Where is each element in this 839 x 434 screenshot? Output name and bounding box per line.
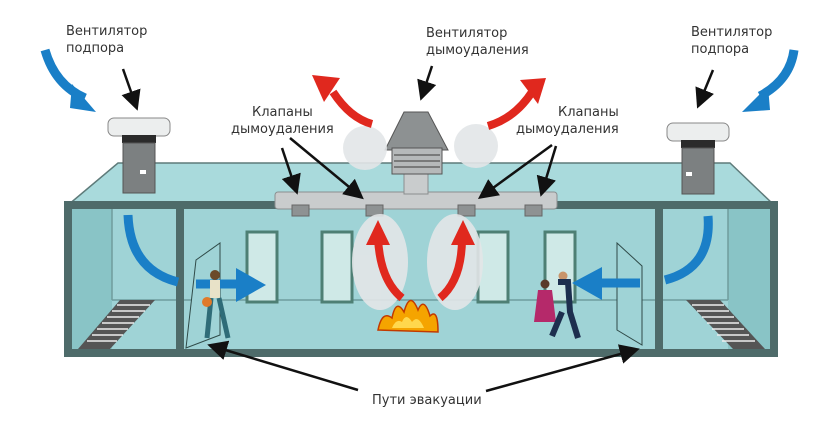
stairwell-left-wall: [176, 205, 184, 353]
stairs-left: [78, 300, 155, 349]
fire-icon: [377, 299, 439, 333]
label-line: подпора: [66, 41, 125, 56]
smoke-valve-1: [291, 204, 310, 217]
stairwell-right-wall: [655, 205, 663, 353]
pointer-arrows: [121, 65, 715, 393]
supply-fan-left: [107, 117, 171, 194]
label-evacuation-routes: Пути эвакуации: [372, 393, 482, 408]
label-smoke-valves-right: Клапаны дымоудаления: [516, 104, 619, 138]
smoke-exhaust-fan: [384, 111, 449, 175]
label-line: Клапаны: [558, 105, 619, 120]
label-line: дымоудаления: [231, 122, 334, 137]
label-smoke-exhaust-fan: Вентилятор дымоудаления: [426, 25, 529, 59]
label-line: Вентилятор: [426, 26, 508, 41]
smoke-valve-3: [457, 204, 476, 217]
supply-fan-right: [666, 122, 730, 195]
label-line: Клапаны: [252, 105, 313, 120]
label-smoke-valves-left: Клапаны дымоудаления: [231, 104, 334, 138]
stair-door-right: [616, 241, 643, 346]
people-evacuating-right: [534, 271, 581, 339]
label-line: дымоудаления: [426, 43, 529, 58]
corridor-doors: [245, 230, 577, 304]
stair-door-left: [185, 242, 221, 349]
fresh-air-arrowheads: [70, 84, 770, 302]
person-evacuating-left: [202, 270, 231, 339]
smoke-duct: [274, 191, 558, 210]
label-line: подпора: [691, 42, 750, 57]
label-line: Вентилятор: [66, 24, 148, 39]
label-line: дымоудаления: [516, 122, 619, 137]
smoke-valve-4: [524, 204, 543, 217]
label-supply-fan-left: Вентилятор подпора: [66, 23, 147, 57]
label-line: Вентилятор: [691, 25, 773, 40]
stairs-right: [686, 300, 765, 349]
label-supply-fan-right: Вентилятор подпора: [691, 24, 772, 58]
smoke-arrows: [329, 89, 536, 302]
